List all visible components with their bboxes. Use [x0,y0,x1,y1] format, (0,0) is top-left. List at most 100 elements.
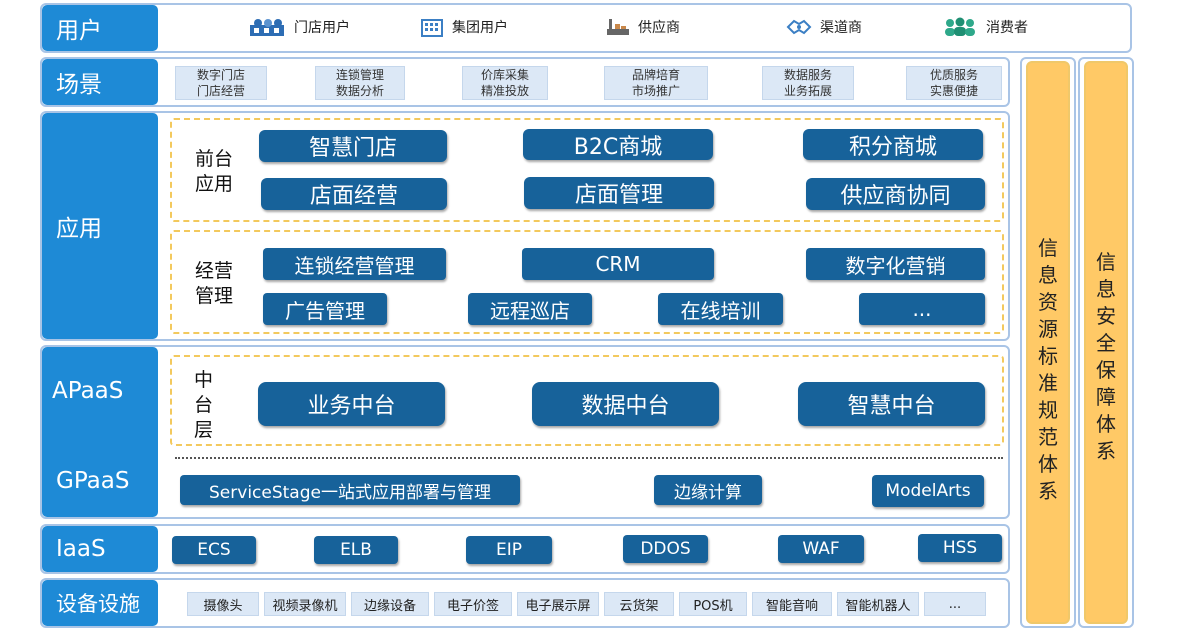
column-char: 准 [1038,371,1058,395]
device-item: 电子展示屏 [517,592,599,616]
scenario-box: 优质服务 实惠便捷 [906,66,1002,100]
scenario-line: 品牌培育 [631,68,680,82]
label-line: 应用 [195,173,234,195]
device-item: 智能机器人 [837,592,919,616]
platform-button-business[interactable]: 业务中台 [258,382,445,426]
column-char: 范 [1038,425,1058,449]
column-char: 资 [1038,290,1058,314]
users-row-label: 用户 [42,5,158,51]
user-item-supplier: 供应商 [606,17,680,37]
iaas-button-waf[interactable]: WAF [778,535,864,563]
scenario-box: 价库采集 精准投放 [462,66,548,100]
gpaas-button-servicestage[interactable]: ServiceStage一站式应用部署与管理 [180,475,520,505]
user-item-label: 消费者 [986,20,1028,36]
scenario-line: 市场推广 [631,84,680,98]
frontend-app-label: 前台 应用 [195,147,233,197]
iaas-button-ecs[interactable]: ECS [172,536,256,564]
apaas-label: APaaS [52,378,124,404]
scenario-line: 价库采集 [480,68,529,82]
user-item-group: 集团用户 [420,17,508,37]
app-button-remote-patrol[interactable]: 远程巡店 [468,293,592,325]
platform-button-smart[interactable]: 智慧中台 [798,382,985,426]
app-button-store-operation[interactable]: 店面经营 [261,178,447,210]
device-item: 电子价签 [434,592,512,616]
user-item-consumer: 消费者 [942,17,1028,37]
column-char: 障 [1096,385,1116,409]
label-char: 中 [194,369,214,391]
column-char: 源 [1038,317,1058,341]
paas-row-label-bg [42,347,158,517]
iaas-button-elb[interactable]: ELB [314,536,398,564]
iaas-row-label: IaaS [42,526,158,572]
scenario-line: 实惠便捷 [929,84,978,98]
scenario-box: 品牌培育 市场推广 [604,66,708,100]
user-item-label: 集团用户 [452,20,508,36]
factory-icon [607,19,629,35]
user-item-label: 供应商 [638,20,680,36]
column-char: 息 [1096,277,1116,301]
middle-platform-label: 中 台 层 [194,368,213,443]
scenario-line: 业务拓展 [783,84,832,98]
app-button-chain-mgmt[interactable]: 连锁经营管理 [263,248,446,280]
user-item-label: 渠道商 [820,20,862,36]
iaas-button-hss[interactable]: HSS [918,534,1002,562]
user-item-channel: 渠道商 [786,17,862,37]
scenario-line: 数据服务 [783,68,832,82]
column-char: 信 [1096,250,1116,274]
label-line: 管理 [195,285,234,307]
iaas-button-eip[interactable]: EIP [466,536,552,564]
scenario-box: 连锁管理 数据分析 [315,66,405,100]
app-button-online-training[interactable]: 在线培训 [658,293,783,325]
app-button-smart-store[interactable]: 智慧门店 [259,130,447,162]
device-item: 智能音响 [752,592,832,616]
column-char: 系 [1096,439,1116,463]
label-char: 层 [194,419,214,441]
scenario-line: 数据分析 [335,84,384,98]
platform-button-data[interactable]: 数据中台 [532,382,719,426]
app-button-b2c-mall[interactable]: B2C商城 [523,129,713,160]
devices-row-label: 设备设施 [42,580,158,626]
iaas-button-ddos[interactable]: DDOS [623,535,708,563]
scenarios-row-label: 场景 [42,59,158,105]
column-char: 全 [1096,331,1116,355]
scenario-line: 优质服务 [929,68,978,82]
device-item: 云货架 [604,592,674,616]
device-item: 摄像头 [187,592,259,616]
device-item: 边缘设备 [351,592,429,616]
app-button-digital-marketing[interactable]: 数字化营销 [806,248,985,280]
paas-divider [175,457,1003,459]
user-item-store: 门店用户 [248,17,350,37]
app-button-crm[interactable]: CRM [522,248,714,280]
scenario-line: 精准投放 [480,84,529,98]
app-button-more[interactable]: ... [859,293,985,325]
handshake-icon [786,19,812,35]
scenario-line: 门店经营 [196,84,245,98]
column-char: 信 [1038,236,1058,260]
gpaas-label: GPaaS [56,468,130,494]
device-item: ... [924,592,986,616]
security-column: 信 息 安 全 保 障 体 系 [1084,61,1128,624]
column-char: 体 [1096,412,1116,436]
device-item: POS机 [679,592,747,616]
column-char: 标 [1038,344,1058,368]
gpaas-button-edge-computing[interactable]: 边缘计算 [654,475,762,505]
people-group-icon [945,17,975,36]
label-line: 前台 [195,148,234,170]
scenario-line: 数字门店 [196,68,245,82]
app-button-supplier-collab[interactable]: 供应商协同 [806,178,985,210]
column-char: 息 [1038,263,1058,287]
column-char: 系 [1038,479,1058,503]
label-char: 台 [194,394,214,416]
label-line: 经营 [195,260,234,282]
device-item: 视频录像机 [264,592,346,616]
column-char: 安 [1096,304,1116,328]
app-button-points-mall[interactable]: 积分商城 [803,129,983,160]
middle-platform-group [170,355,1004,446]
app-button-store-management[interactable]: 店面管理 [524,177,714,209]
standards-column: 信 息 资 源 标 准 规 范 体 系 [1026,61,1070,624]
user-item-label: 门店用户 [294,20,350,36]
scenario-box: 数字门店 门店经营 [175,66,267,100]
gpaas-button-modelarts[interactable]: ModelArts [872,475,984,507]
app-button-ad-mgmt[interactable]: 广告管理 [263,293,387,325]
scenario-box: 数据服务 业务拓展 [762,66,854,100]
